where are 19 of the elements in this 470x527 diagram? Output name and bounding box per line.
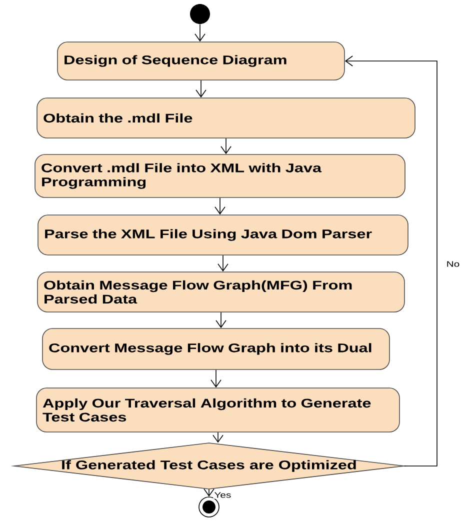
activity-box: Obtain Message Flow Graph(MFG) From Parsed Data: [37, 272, 405, 312]
activity-box: Apply Our Traversal Algorithm to Generate Test Cases: [36, 388, 400, 432]
arrow: [196, 80, 206, 98]
arrow: [210, 370, 222, 388]
start-node: [190, 4, 210, 24]
arrow: [214, 198, 226, 215]
activity-box: Parse the XML File Using Java Dom Parser: [38, 214, 408, 256]
arrow: [218, 255, 228, 272]
activity-box: Convert Message Flow Graph into its Dual: [42, 328, 390, 370]
end-node: [198, 496, 220, 518]
arrow: [216, 312, 226, 328]
arrow: [194, 24, 206, 42]
activity-box: Design of Sequence Diagram: [57, 42, 345, 80]
arrow: [220, 138, 232, 154]
edge-label: Yes: [213, 491, 232, 499]
activity-box: Convert .mdl File into XML with Java Programming: [34, 154, 406, 198]
edge-label: No: [445, 260, 461, 268]
arrow: [344, 56, 438, 466]
activity-box: Obtain the .mdl File: [36, 98, 416, 138]
